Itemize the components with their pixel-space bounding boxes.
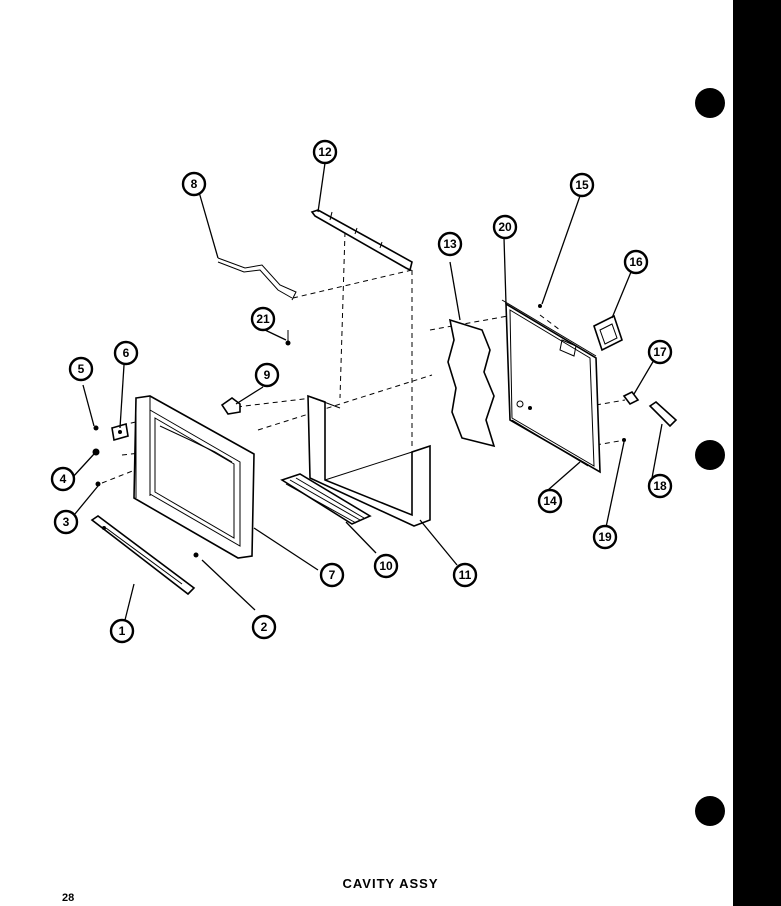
part-17-connector [622,390,640,406]
callout-11: 11 [452,562,478,588]
svg-text:7: 7 [329,568,336,582]
part-4-washer [92,448,100,456]
svg-text:9: 9 [264,368,271,382]
svg-text:6: 6 [123,346,130,360]
svg-text:19: 19 [598,530,612,544]
callout-10: 10 [373,553,399,579]
svg-text:2: 2 [261,620,268,634]
part-19-screw [622,438,626,442]
callout-15: 15 [569,172,595,198]
svg-text:13: 13 [443,237,457,251]
part-13-insulation [447,318,496,448]
callout-16: 16 [623,249,649,275]
part-7-front-frame [133,395,255,559]
callout-5: 5 [68,356,94,382]
part-12-top-panel [310,209,413,272]
svg-text:15: 15 [575,178,589,192]
svg-text:4: 4 [60,472,67,486]
callout-17: 17 [647,339,673,365]
part-18-lamp [648,400,678,428]
leader-lines [69,162,663,621]
svg-text:20: 20 [498,220,512,234]
callout-3: 3 [53,509,79,535]
callout-13: 13 [437,231,463,257]
svg-text:21: 21 [256,312,270,326]
binder-hole-top [695,88,725,118]
svg-text:10: 10 [379,559,393,573]
part-15-screw [538,304,542,308]
part-9-bracket [220,397,241,415]
diagram-caption: CAVITY ASSY [342,876,439,891]
callout-14: 14 [537,488,563,514]
assembly-dash-lines [101,231,626,484]
part-2-screw [193,552,199,558]
svg-text:5: 5 [78,362,85,376]
callout-19: 19 [592,524,618,550]
callout-7: 7 [319,562,345,588]
part-10-grille [280,473,372,525]
binder-hole-bottom [695,796,725,826]
callout-8: 8 [181,171,207,197]
callout-6: 6 [113,340,139,366]
svg-text:18: 18 [653,479,667,493]
callout-1: 1 [109,618,135,644]
svg-text:3: 3 [63,515,70,529]
part-6-plate [111,422,129,442]
part-5-screw [93,425,99,431]
binder-edge-strip [733,0,781,906]
part-11-base [307,394,431,527]
callout-21: 21 [250,306,276,332]
svg-text:17: 17 [653,345,667,359]
callout-12: 12 [312,139,338,165]
part-21-screw [285,330,291,346]
binder-hole-middle [695,440,725,470]
callout-20: 20 [492,214,518,240]
part-16-gasket [593,314,623,352]
part-1-strip [90,515,196,596]
callout-2: 2 [251,614,277,640]
svg-text:8: 8 [191,177,198,191]
callout-4: 4 [50,466,76,492]
part-8-trim [217,257,297,301]
svg-text:14: 14 [543,494,557,508]
part-3-screw [95,481,101,487]
svg-text:11: 11 [459,568,472,582]
svg-text:16: 16 [629,255,643,269]
page-number: 28 [62,892,75,904]
svg-text:1: 1 [119,624,126,638]
part-14-back-panel [501,299,601,474]
callout-9: 9 [254,362,280,388]
callout-18: 18 [647,473,673,499]
svg-text:12: 12 [318,145,332,159]
